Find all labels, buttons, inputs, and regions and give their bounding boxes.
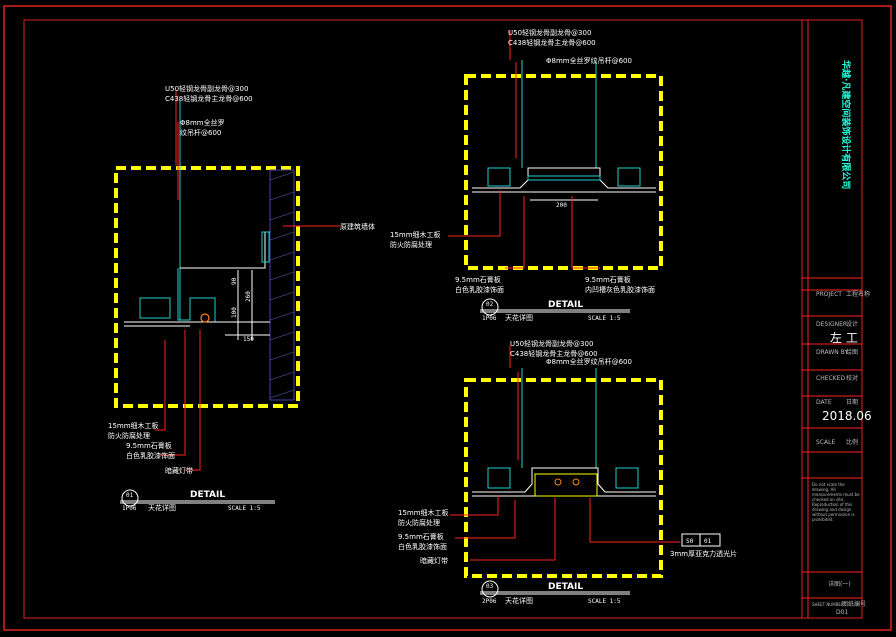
sheet-name: 详图(一) xyxy=(828,580,851,588)
d02-label-top1: U50轻钢龙骨副龙骨@300 xyxy=(508,28,591,37)
d01-dim1: 90 xyxy=(231,277,238,285)
scale-label: SCALE xyxy=(816,439,835,446)
d02-label-gyp-r1: 9.5mm石膏板 xyxy=(585,275,631,284)
disclaimer-note: Do not scale the drawing. All measuremen… xyxy=(812,482,860,522)
d03-label-gyp2: 白色乳胶漆饰面 xyxy=(398,542,447,551)
d01-circle-bottom: 1P06 xyxy=(122,505,137,512)
drawing-border xyxy=(3,5,892,631)
d02-subtitle: 天花详图 xyxy=(505,313,533,322)
d02-scale: SCALE 1:5 xyxy=(588,315,621,322)
d03-circle-top: 03 xyxy=(486,583,494,590)
d01-label-rod2: 纹吊杆@600 xyxy=(180,128,221,137)
d01-dim3: 100 xyxy=(231,307,238,318)
project-value: 工程名称 xyxy=(846,290,870,298)
d01-dim4: 150 xyxy=(243,336,254,343)
d01-circle-top: 01 xyxy=(126,492,134,499)
d02-title: DETAIL xyxy=(548,300,583,310)
d03-title: DETAIL xyxy=(548,582,583,592)
d03-tag2: 01 xyxy=(704,538,712,545)
designer-label: DESIGNER xyxy=(816,321,847,328)
d03-label-board2: 防火防腐处理 xyxy=(398,518,440,527)
wall-hatch xyxy=(269,169,295,401)
d03-label-light: 暗藏灯带 xyxy=(420,556,448,565)
d02-circle-top: 02 xyxy=(486,301,494,308)
date-value: 2018.06 xyxy=(822,409,872,423)
d01-scale: SCALE 1:5 xyxy=(228,505,261,512)
d03-label-top2: C438轻钢龙骨主龙骨@600 xyxy=(510,349,598,358)
detail-03: U50轻钢龙骨副龙骨@300 C438轻钢龙骨主龙骨@600 Φ8mm全丝罗纹吊… xyxy=(398,339,737,605)
d01-label-gyp2: 白色乳胶漆饰面 xyxy=(126,451,175,460)
d03-label-board1: 15mm细木工板 xyxy=(398,508,449,517)
d01-title: DETAIL xyxy=(190,490,225,500)
d02-label-gyp-l1: 9.5mm石膏板 xyxy=(455,275,501,284)
d01-label-gyp1: 9.5mm石膏板 xyxy=(126,441,172,450)
d02-label-gyp-l2: 白色乳胶漆饰面 xyxy=(455,285,504,294)
title-block: 华越·凡建空间装饰设计有限公司 PROJECT 工程名称 DESIGNER 设计… xyxy=(801,19,872,619)
d02-label-board2: 防火防腐处理 xyxy=(390,240,432,249)
d02-label-rod: Φ8mm全丝罗纹吊杆@600 xyxy=(546,56,632,65)
designer-value: 设计 xyxy=(846,320,858,328)
d01-label-wall: 原建筑墙体 xyxy=(340,222,375,231)
date-label-cn: 日期 xyxy=(846,398,858,406)
d02-dim: 200 xyxy=(556,202,567,209)
drawing-value: 左 工 xyxy=(830,330,858,345)
d03-label-gyp1: 9.5mm石膏板 xyxy=(398,532,444,541)
checked-label: CHECKED xyxy=(816,375,845,382)
checked-value: 校对 xyxy=(846,374,858,382)
d03-scale: SCALE 1:5 xyxy=(588,598,621,605)
drawn-label: DRAWN BY xyxy=(816,349,848,356)
date-label: DATE xyxy=(816,399,832,406)
d03-label-top1: U50轻钢龙骨副龙骨@300 xyxy=(510,339,593,348)
d02-label-top2: C438轻钢龙骨主龙骨@600 xyxy=(508,38,596,47)
d01-label-top2: C438轻钢龙骨主龙骨@600 xyxy=(165,94,253,103)
d02-circle-bottom: 1P06 xyxy=(482,315,497,322)
d01-label-board1: 15mm细木工板 xyxy=(108,421,159,430)
company-name: 华越·凡建空间装饰设计有限公司 xyxy=(840,60,852,189)
detail-01: U50轻钢龙骨副龙骨@300 C438轻钢龙骨主龙骨@600 Φ8mm全丝罗 纹… xyxy=(108,84,375,512)
detail-01-frame xyxy=(114,166,300,408)
scale-cn: 比例 xyxy=(846,438,858,446)
drawn-value: 绘图 xyxy=(846,348,858,356)
d03-subtitle: 天花详图 xyxy=(505,596,533,605)
d01-label-top1: U50轻钢龙骨副龙骨@300 xyxy=(165,84,248,93)
d02-label-gyp-r2: 内凹槽灰色乳胶漆饰面 xyxy=(585,285,655,294)
inner-border xyxy=(23,19,863,619)
sheet-label: SHEET NUMBER xyxy=(812,602,844,607)
d03-circle-bottom: 2P06 xyxy=(482,598,497,605)
detail-02-frame xyxy=(464,74,663,270)
detail-02: U50轻钢龙骨副龙骨@300 C438轻钢龙骨主龙骨@600 Φ8mm全丝罗纹吊… xyxy=(390,28,663,322)
d03-label-acrylic: 3mm厚亚克力透光片 xyxy=(670,549,737,558)
project-label: PROJECT xyxy=(816,291,842,298)
d03-tag1: S0 xyxy=(686,538,694,545)
d03-label-rod: Φ8mm全丝罗纹吊杆@600 xyxy=(546,357,632,366)
detail-03-frame xyxy=(464,378,663,578)
sheet-number: D01 xyxy=(836,609,848,616)
d01-dim2: 260 xyxy=(245,291,252,302)
d01-subtitle: 天花详图 xyxy=(148,503,176,512)
d01-label-board2: 防火防腐处理 xyxy=(108,431,150,440)
d01-label-rod1: Φ8mm全丝罗 xyxy=(180,118,225,127)
sheet-cn: 图纸编号 xyxy=(842,600,866,608)
d02-label-board1: 15mm细木工板 xyxy=(390,230,441,239)
d01-label-light: 暗藏灯带 xyxy=(165,466,193,475)
